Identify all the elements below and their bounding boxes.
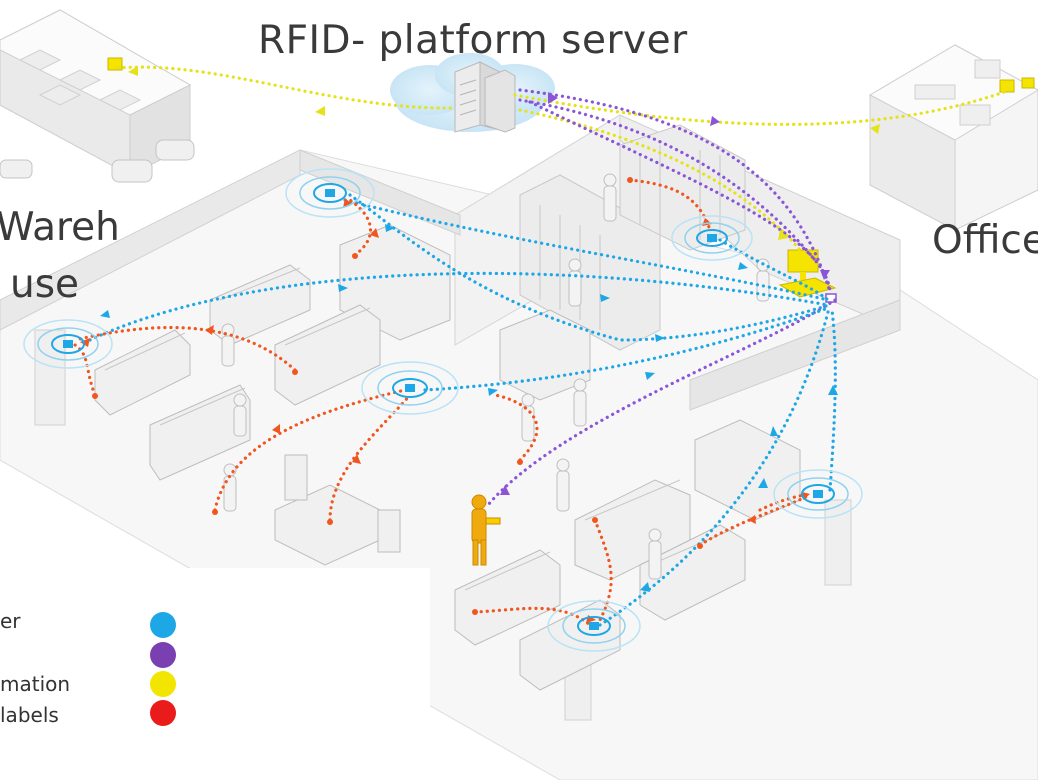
rfid-reader-icon: [547, 600, 641, 652]
rfid-reader-icon: [23, 319, 113, 369]
legend-text-reader: er: [0, 609, 21, 633]
warehouse-label-line2: use: [10, 262, 80, 307]
handheld-link-lines: [486, 88, 837, 507]
rfid-reader-icon: [671, 215, 753, 261]
reader-link-lines: [88, 193, 837, 627]
rfid-reader-icon: [285, 168, 375, 218]
legend-dot-red: [150, 700, 176, 726]
clothing-rack-icon: [94, 224, 801, 691]
warehouse-building: [0, 9, 195, 183]
handheld-worker-person-icon: [471, 494, 501, 566]
car-icon: [0, 139, 195, 183]
legend-dot-purple: [150, 642, 176, 668]
legend-text-labels: labels: [0, 703, 59, 727]
server-icon: [454, 61, 516, 133]
office-building: [868, 44, 1038, 231]
tag-dots: [92, 177, 703, 615]
shelf-icon: [519, 124, 746, 351]
rfid-readers: [23, 168, 863, 652]
server-title: RFID- platform server: [258, 18, 688, 63]
link-arrowheads: [80, 66, 880, 623]
rfid-reader-icon: [361, 361, 459, 415]
office-link-lines: [116, 65, 1012, 252]
legend-dot-blue: [150, 612, 176, 638]
legend-dot-yellow: [150, 671, 176, 697]
warehouse-label-line1: Wareh: [0, 205, 120, 250]
office-label: Office: [932, 218, 1038, 263]
legend-text-information: mation: [0, 672, 71, 696]
rfid-reader-icon: [773, 469, 863, 519]
